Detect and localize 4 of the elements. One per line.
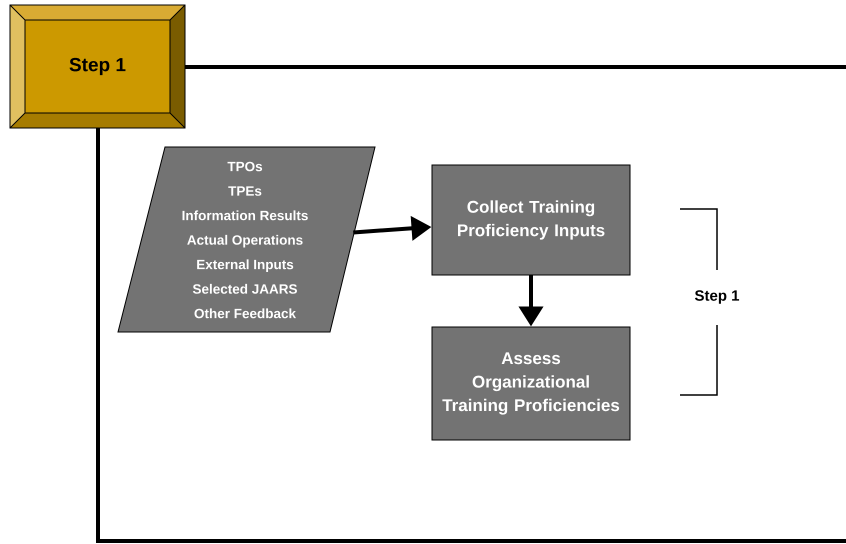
process-box: Assess Organizational Training Proficiencies: [432, 326, 630, 440]
process-box: Collect Training Proficiency Inputs: [432, 164, 630, 276]
step-button: Step 1: [10, 4, 186, 128]
step-label: Step 1: [694, 290, 740, 304]
